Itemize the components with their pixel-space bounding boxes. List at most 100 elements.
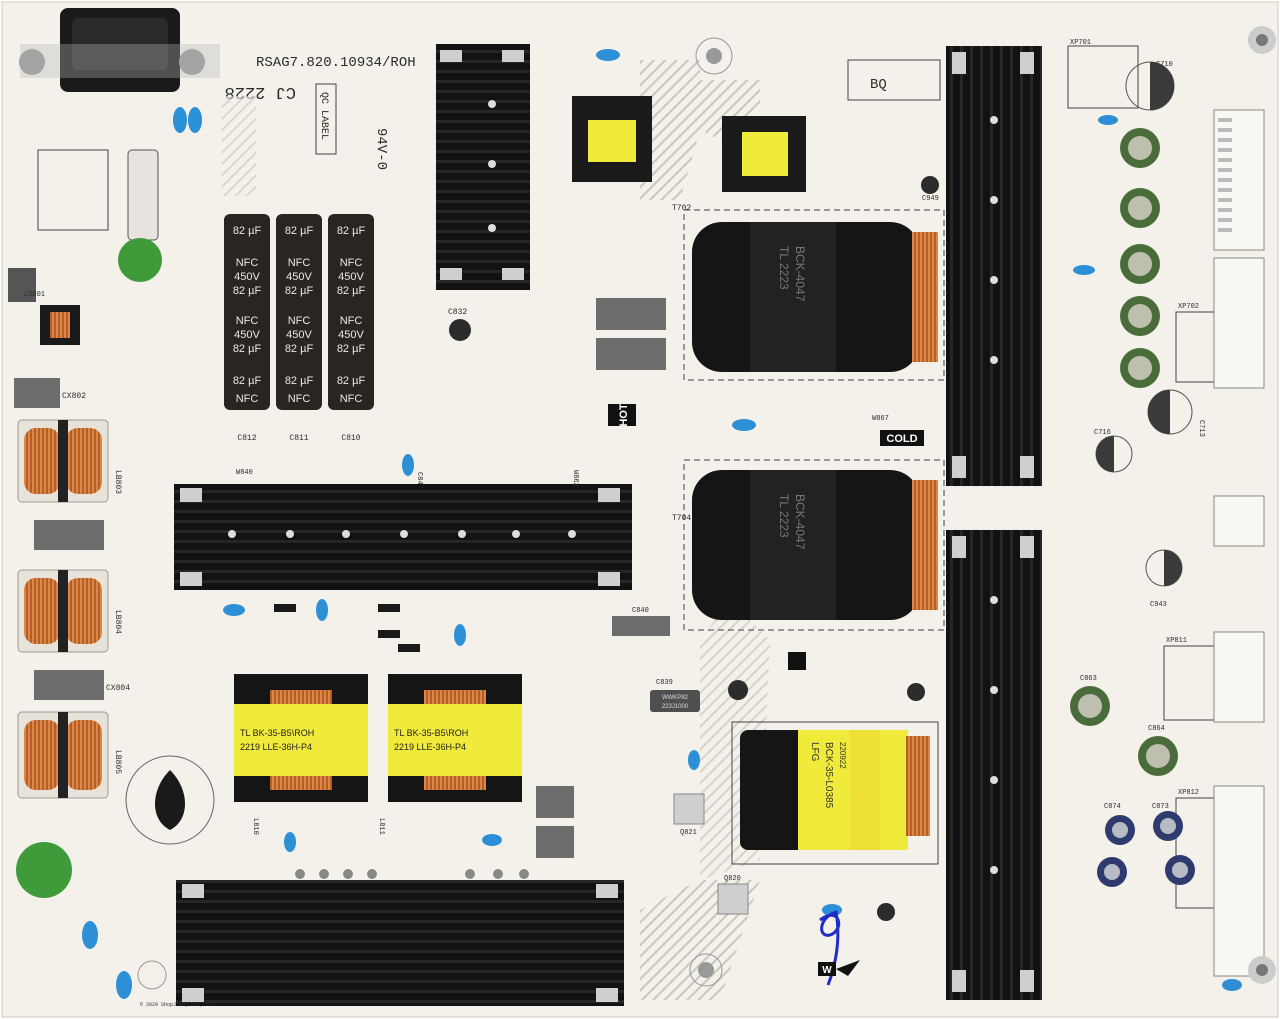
silk-c713-fill bbox=[1148, 390, 1170, 434]
label-c949: C949 bbox=[922, 195, 939, 203]
svg-text:NFC: NFC bbox=[236, 315, 259, 327]
svg-text:NFC: NFC bbox=[340, 315, 363, 327]
svg-text:82 µF: 82 µF bbox=[285, 343, 314, 355]
film-cap bbox=[34, 520, 104, 550]
svg-text:2219 LLE-36H-P4: 2219 LLE-36H-P4 bbox=[240, 742, 312, 752]
svg-text:L811: L811 bbox=[377, 818, 385, 835]
svg-text:BCK-4047: BCK-4047 bbox=[793, 494, 807, 550]
ic-chip bbox=[650, 690, 700, 712]
svg-text:LB803: LB803 bbox=[113, 470, 122, 494]
svg-text:BCK-4047: BCK-4047 bbox=[793, 246, 807, 302]
svg-text:TL BK-35-B5\ROH: TL BK-35-B5\ROH bbox=[240, 728, 314, 738]
label-c873: C873 bbox=[1152, 803, 1169, 811]
label-cx802: CX802 bbox=[62, 392, 86, 401]
svg-text:L810: L810 bbox=[251, 818, 259, 835]
mounting-holes bbox=[137, 26, 1276, 990]
label-c943: C943 bbox=[1150, 601, 1167, 609]
qc-label-box bbox=[315, 83, 337, 155]
transistor-q821 bbox=[673, 793, 705, 825]
hatched-trace bbox=[640, 60, 700, 200]
svg-text:82 µF: 82 µF bbox=[285, 285, 314, 297]
inductor-lb805: LB805 bbox=[17, 711, 122, 799]
w-marker-bg bbox=[818, 962, 836, 976]
inductor-lb803: LB803 bbox=[17, 419, 122, 503]
fuse bbox=[127, 149, 159, 241]
film-cap-c840 bbox=[612, 616, 670, 636]
svg-text:XP701: XP701 bbox=[1070, 39, 1091, 47]
label-c713: C713 bbox=[1197, 420, 1205, 437]
svg-text:82 µF: 82 µF bbox=[337, 225, 366, 237]
heatsink-bottom bbox=[176, 880, 624, 1006]
svg-text:NFC: NFC bbox=[340, 393, 363, 405]
bq-label-box bbox=[847, 59, 941, 101]
part-number: RSAG7.820.10934/ROH bbox=[256, 55, 416, 71]
heatsink-bottom-pins bbox=[295, 869, 529, 879]
svg-text:450V: 450V bbox=[338, 271, 364, 283]
caution-text-area bbox=[222, 96, 256, 196]
silk-c943-fill bbox=[1164, 550, 1182, 586]
svg-text:NFC: NFC bbox=[340, 257, 363, 269]
svg-text:C810: C810 bbox=[341, 434, 360, 443]
varistor bbox=[118, 238, 162, 282]
connector-out bbox=[1213, 495, 1265, 547]
svg-text:450V: 450V bbox=[286, 329, 312, 341]
choke-winding bbox=[50, 312, 70, 338]
small-electrolytic bbox=[877, 903, 895, 921]
svg-text:450V: 450V bbox=[234, 271, 260, 283]
connector-xp812: XP812 bbox=[1175, 785, 1265, 977]
heatsink-top-center bbox=[436, 44, 530, 290]
svg-text:LFG: LFG bbox=[809, 742, 820, 762]
svg-text:NFC: NFC bbox=[288, 393, 311, 405]
silk-c716-fill bbox=[1096, 436, 1114, 472]
svg-text:2219 LLE-36H-P4: 2219 LLE-36H-P4 bbox=[394, 742, 466, 752]
label-c832: C832 bbox=[448, 308, 467, 317]
heatsink-middle bbox=[174, 484, 632, 590]
transformer-t704: BCK-4047 TL 2223 T704 bbox=[672, 459, 945, 631]
label-c839: C839 bbox=[656, 679, 673, 687]
svg-text:82 µF: 82 µF bbox=[285, 225, 314, 237]
label-c710: C710 bbox=[1156, 61, 1173, 69]
transformer-l810: TL BK-35-B5\ROH 2219 LLE-36H-P4 L810 bbox=[234, 674, 368, 835]
svg-text:82 µF: 82 µF bbox=[233, 343, 262, 355]
transformer-l811: TL BK-35-B5\ROH 2219 LLE-36H-P4 L811 bbox=[377, 674, 522, 835]
small-electrolytic-c949 bbox=[921, 176, 939, 194]
hot-label-bg bbox=[608, 404, 636, 426]
bq-label: BQ bbox=[870, 77, 887, 93]
svg-text:NFC: NFC bbox=[288, 315, 311, 327]
film-cap-c703 bbox=[596, 298, 666, 330]
svg-text:BCK-35-L0385: BCK-35-L0385 bbox=[823, 742, 834, 809]
svg-text:82 µF: 82 µF bbox=[285, 375, 314, 387]
label-c840: C840 bbox=[632, 607, 649, 615]
rating-94v0: 94V-0 bbox=[373, 128, 389, 170]
svg-text:82 µF: 82 µF bbox=[233, 285, 262, 297]
label-w840: W840 bbox=[236, 469, 253, 477]
silk-outline bbox=[37, 149, 109, 231]
label-q821: Q821 bbox=[680, 829, 697, 837]
capacitor-cluster bbox=[1097, 811, 1195, 887]
hazard-icon bbox=[155, 770, 185, 830]
inductor-lb804: LB804 bbox=[17, 569, 122, 653]
w-marker: W bbox=[822, 965, 832, 976]
handwritten-mark-9 bbox=[819, 910, 841, 986]
svg-text:450V: 450V bbox=[234, 329, 260, 341]
output-capacitors bbox=[1120, 128, 1160, 388]
arrow-icon bbox=[836, 960, 860, 976]
top-connector bbox=[19, 8, 220, 92]
chip-marking: WWKP82 bbox=[662, 695, 689, 701]
label-c874: C874 bbox=[1104, 803, 1121, 811]
svg-text:NFC: NFC bbox=[288, 257, 311, 269]
svg-text:82 µF: 82 µF bbox=[233, 225, 262, 237]
label-cx804: CX804 bbox=[106, 684, 130, 693]
transformer-t706 bbox=[572, 96, 652, 182]
label-c716: C716 bbox=[1094, 429, 1111, 437]
film-cap-cx804 bbox=[34, 670, 104, 700]
svg-text:450V: 450V bbox=[286, 271, 312, 283]
hot-label: HOT bbox=[618, 403, 630, 427]
label-c864: C864 bbox=[1148, 725, 1165, 733]
film-cap-cx802 bbox=[14, 378, 60, 408]
bulk-capacitor-c810: 82 µF NFC 450V 82 µF NFC 450V 82 µF 82 µ… bbox=[328, 214, 374, 443]
label-w867: W867 bbox=[872, 415, 889, 423]
diodes bbox=[274, 604, 420, 652]
